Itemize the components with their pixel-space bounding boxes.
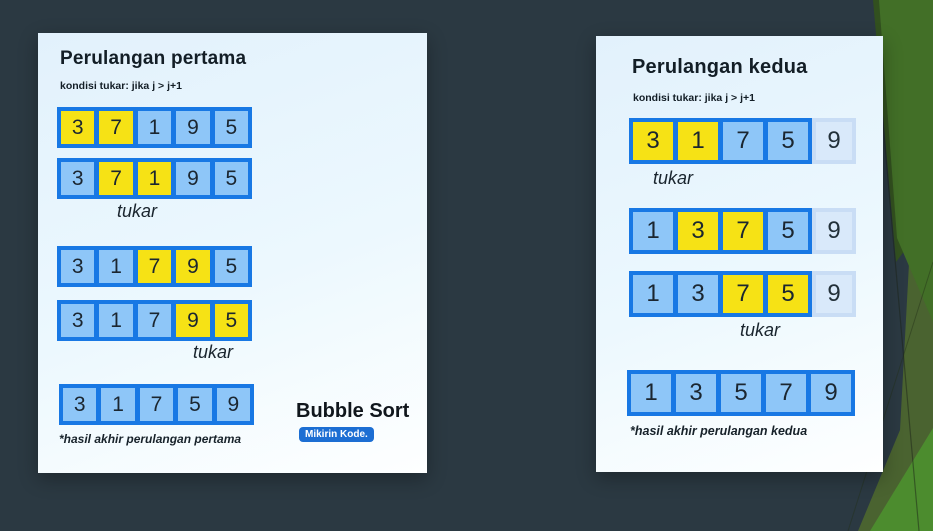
array-cell: 1 <box>633 275 673 313</box>
page-title: Perulangan pertama <box>60 48 247 69</box>
array-cell: 7 <box>139 388 174 421</box>
panel-second-iteration: Perulangan kedua kondisi tukar: jika j >… <box>596 36 883 472</box>
array-cell-highlighted: 5 <box>214 304 249 337</box>
array-cell: 7 <box>766 374 806 412</box>
result-note: *hasil akhir perulangan kedua <box>630 424 808 438</box>
green-bright-shape <box>879 0 933 322</box>
array-cell: 5 <box>768 122 808 160</box>
page-title: Perulangan kedua <box>632 56 808 78</box>
tukar-label: tukar <box>193 342 234 362</box>
mikirin-kode-logo-badge: Mikirin Kode. <box>299 427 374 442</box>
array-cell: 1 <box>137 111 172 144</box>
sorted-locked-cell: 9 <box>812 271 856 317</box>
array-cell: 5 <box>721 374 761 412</box>
tukar-label: tukar <box>653 168 694 188</box>
array-cell: 1 <box>101 388 135 421</box>
array-cell: 1 <box>99 250 133 283</box>
array-cell: 5 <box>214 162 249 195</box>
array-cell: 5 <box>178 388 212 421</box>
array-cell: 3 <box>63 388 97 421</box>
array-cell: 9 <box>811 374 851 412</box>
tukar-label: tukar <box>117 201 158 221</box>
array-cell-highlighted: 7 <box>99 111 133 144</box>
diagonal-hairline <box>847 261 933 531</box>
array-cell-highlighted: 9 <box>176 304 210 337</box>
array-cell-highlighted: 1 <box>678 122 718 160</box>
sorted-locked-cell: 9 <box>812 208 856 254</box>
array-cell: 5 <box>214 111 249 144</box>
sorted-locked-cell: 9 <box>812 118 856 164</box>
array-cell-highlighted: 7 <box>137 250 172 283</box>
array-cell-highlighted: 1 <box>137 162 172 195</box>
array-cell-highlighted: 7 <box>723 275 763 313</box>
array-cell-highlighted: 5 <box>768 275 808 313</box>
array-cell: 5 <box>214 250 249 283</box>
array-cell-highlighted: 9 <box>176 250 210 283</box>
array-cell: 3 <box>61 250 95 283</box>
panel-first-iteration: Perulangan pertama kondisi tukar: jika j… <box>38 33 427 473</box>
array-cell: 1 <box>633 212 673 250</box>
array-cell: 3 <box>676 374 716 412</box>
array-cell: 7 <box>723 122 763 160</box>
array-cell: 9 <box>216 388 251 421</box>
array-cell: 5 <box>768 212 808 250</box>
result-note: *hasil akhir perulangan pertama <box>59 432 242 446</box>
array-cell-highlighted: 3 <box>61 111 95 144</box>
array-cell: 3 <box>61 304 95 337</box>
swap-condition-text: kondisi tukar: jika j > j+1 <box>633 92 755 104</box>
array-cell-highlighted: 7 <box>723 212 763 250</box>
swap-condition-text: kondisi tukar: jika j > j+1 <box>60 80 182 92</box>
array-cell: 1 <box>99 304 133 337</box>
array-cell: 9 <box>176 162 210 195</box>
array-cell: 1 <box>631 374 671 412</box>
bubble-sort-title: Bubble Sort <box>296 400 410 422</box>
array-cell: 9 <box>176 111 210 144</box>
tukar-label: tukar <box>740 320 781 340</box>
array-cell-highlighted: 3 <box>678 212 718 250</box>
array-cell: 3 <box>61 162 95 195</box>
array-cell-highlighted: 3 <box>633 122 673 160</box>
diagonal-hairline <box>876 54 920 531</box>
array-cell-highlighted: 7 <box>99 162 133 195</box>
array-cell: 3 <box>678 275 718 313</box>
array-cell: 7 <box>137 304 172 337</box>
